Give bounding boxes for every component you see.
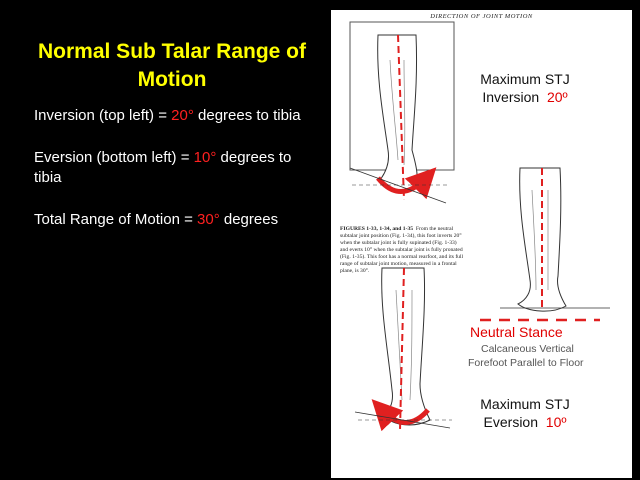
bullet-text: Eversion (bottom left) =: [34, 149, 194, 166]
bullet-value: 20°: [171, 107, 194, 124]
label-line: Eversion 10º: [470, 413, 580, 431]
label-max-eversion: Maximum STJ Eversion 10º: [470, 395, 580, 431]
label-value: 10º: [545, 414, 567, 430]
leg-neutral-illustration: [480, 167, 610, 322]
label-word: Eversion: [483, 414, 538, 430]
figure-caption: FIGURES 1-33, 1-34, and 1-35 From the ne…: [340, 226, 465, 275]
figure-header: DIRECTION OF JOINT MOTION: [430, 13, 533, 20]
label-line: Maximum STJ: [480, 71, 570, 87]
bullet-value: 10°: [193, 149, 217, 166]
bullet-text: degrees to tibia: [34, 149, 292, 186]
bullet-text: degrees to tibia: [193, 107, 301, 124]
caption-text: From the neutral subtalar joint position…: [340, 226, 464, 274]
label-max-inversion: Maximum STJ Inversion 20º: [470, 70, 580, 106]
label-line: Maximum STJ: [480, 396, 570, 412]
bullet-text: Inversion (top left) =: [34, 107, 172, 124]
bullet-text: Total Range of Motion =: [34, 211, 198, 228]
bullet-list: Inversion (top left) = 20° degrees to ti…: [34, 106, 319, 252]
caption-ref: FIGURES 1-33, 1-34, and 1-35: [340, 226, 414, 232]
bullet-value: 30°: [197, 211, 220, 228]
slide-title: Normal Sub Talar Range of Motion: [38, 40, 306, 91]
bullet-total: Total Range of Motion = 30° degrees: [34, 210, 319, 230]
label-value: 20º: [546, 89, 568, 105]
label-word: Inversion: [482, 89, 540, 105]
label-line: Inversion 20º: [470, 88, 580, 106]
bullet-eversion: Eversion (bottom left) = 10° degrees to …: [34, 148, 319, 188]
leg-eversion-illustration: [354, 267, 452, 432]
label-forefoot-parallel: Forefoot Parallel to Floor: [468, 357, 584, 369]
label-neutral-stance: Neutral Stance: [470, 324, 563, 340]
bullet-inversion: Inversion (top left) = 20° degrees to ti…: [34, 106, 319, 126]
label-calcaneous-vertical: Calcaneous Vertical: [481, 343, 574, 355]
bullet-text: degrees: [219, 211, 279, 228]
leg-inversion-illustration: [349, 21, 455, 204]
